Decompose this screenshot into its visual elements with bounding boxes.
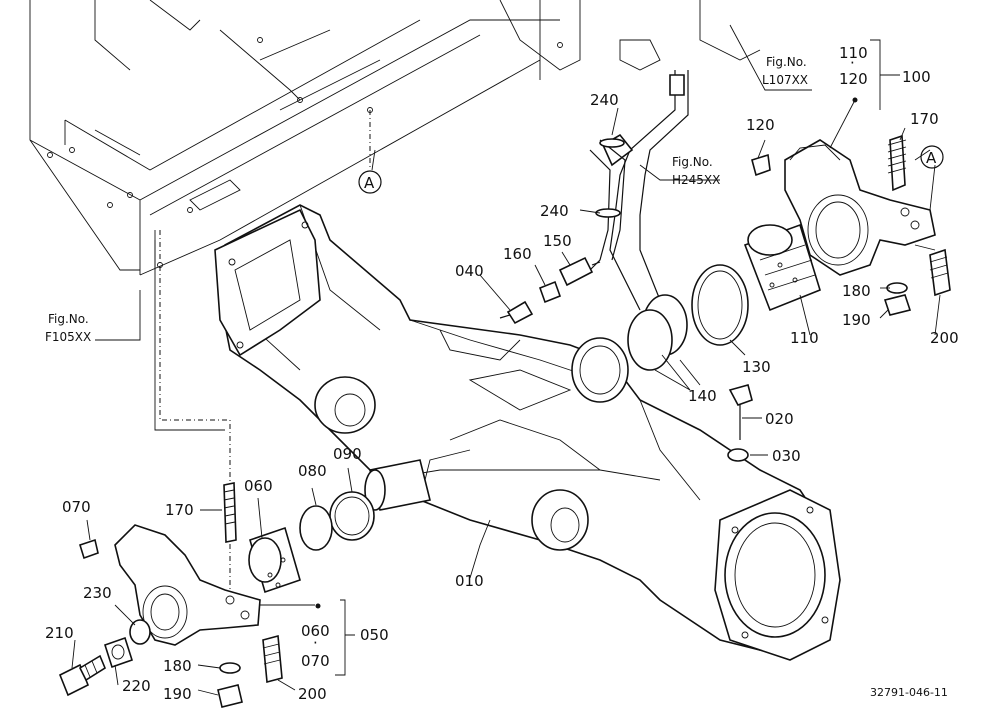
label-210: 210: [45, 624, 74, 642]
dipstick-020: [727, 384, 753, 462]
label-090: 090: [333, 445, 362, 463]
nut-220: [104, 636, 133, 669]
label-140: 140: [688, 387, 717, 405]
label-070-range: 070: [301, 652, 330, 670]
svg-text:A: A: [926, 149, 937, 167]
svg-text:Fig.No.: Fig.No.: [672, 155, 713, 169]
range-dot-right: ·: [850, 54, 855, 72]
bolt-200-left: [262, 634, 283, 684]
part-labels: 240 240 150 160 040 120 110 · 120 100 17…: [45, 44, 959, 703]
label-120-range: 120: [839, 70, 868, 88]
callout-a-upper: A: [358, 170, 382, 194]
label-130: 130: [742, 358, 771, 376]
label-180-left: 180: [163, 657, 192, 675]
bolt-210: [58, 654, 106, 697]
label-240-lower: 240: [540, 202, 569, 220]
assembly-dot-right: [852, 97, 858, 103]
label-100: 100: [902, 68, 931, 86]
label-240-upper: 240: [590, 91, 619, 109]
fig-ref-l107: Fig.No. L107XX: [762, 55, 808, 87]
bolt-200-right: [929, 248, 951, 297]
nut-190-right: [883, 294, 912, 316]
bushing-060: [248, 526, 301, 594]
svg-text:A: A: [364, 174, 375, 192]
label-060: 060: [244, 477, 273, 495]
label-060-range: 060: [301, 622, 330, 640]
label-040: 040: [455, 262, 484, 280]
assembly-dot-left: [315, 603, 321, 609]
leader-frame-line: [154, 240, 225, 431]
label-200-right: 200: [930, 329, 959, 347]
right-bushing-110: [743, 223, 821, 312]
svg-text:L107XX: L107XX: [762, 73, 808, 87]
washer-230: [129, 619, 151, 645]
breather-hose: [589, 0, 761, 311]
label-230: 230: [83, 584, 112, 602]
shim-140-b: [627, 309, 673, 371]
stud-170-left: [223, 482, 237, 543]
svg-text:Fig.No.: Fig.No.: [48, 312, 89, 326]
label-220: 220: [122, 677, 151, 695]
svg-text:H245XX: H245XX: [672, 173, 720, 187]
right-pivot-bracket: [751, 134, 936, 276]
seal-130: [691, 264, 749, 346]
label-150: 150: [543, 232, 572, 250]
svg-text:Fig.No.: Fig.No.: [766, 55, 807, 69]
drawing-number: 32791-046-11: [870, 686, 948, 699]
label-190-left: 190: [163, 685, 192, 703]
range-dot-left: ·: [313, 634, 318, 652]
label-110-bushing: 110: [790, 329, 819, 347]
fig-ref-f105: Fig.No. F105XX: [45, 312, 91, 344]
label-120: 120: [746, 116, 775, 134]
label-080: 080: [298, 462, 327, 480]
label-170-left: 170: [165, 501, 194, 519]
label-190-right: 190: [842, 311, 871, 329]
seal-090: [329, 491, 375, 541]
axle-housing: [214, 204, 841, 661]
label-200-left: 200: [298, 685, 327, 703]
label-050: 050: [360, 626, 389, 644]
hose-fittings: [499, 256, 601, 325]
label-010: 010: [455, 572, 484, 590]
label-160: 160: [503, 245, 532, 263]
label-110-top: 110: [839, 44, 868, 62]
nut-190-left: [217, 684, 243, 708]
left-pivot-bracket: [79, 524, 261, 646]
label-070: 070: [62, 498, 91, 516]
callout-a-right: A: [920, 145, 944, 169]
svg-text:F105XX: F105XX: [45, 330, 91, 344]
label-170-right: 170: [910, 110, 939, 128]
label-030: 030: [772, 447, 801, 465]
frame-outline: [29, 0, 581, 276]
label-020: 020: [765, 410, 794, 428]
washer-180-left: [219, 662, 241, 674]
fig-ref-h245: Fig.No. H245XX: [672, 155, 720, 187]
ring-080: [299, 505, 333, 551]
label-180-right: 180: [842, 282, 871, 300]
